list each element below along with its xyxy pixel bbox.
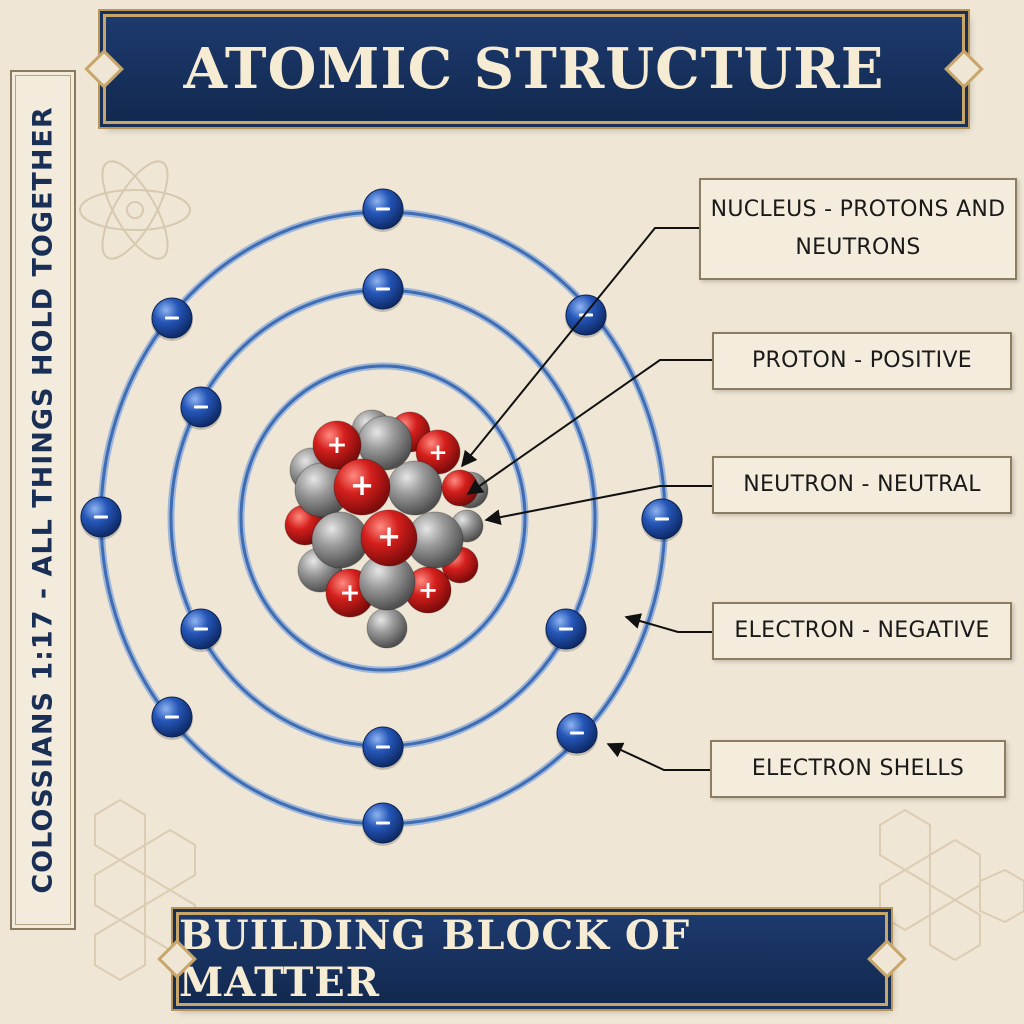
hexagon-watermark-right (879, 808, 1024, 962)
title-banner: ATOMIC STRUCTURE (103, 14, 965, 124)
electron (362, 268, 404, 312)
minus-sign-icon (376, 207, 390, 211)
proton-particle (441, 469, 479, 507)
electron (180, 608, 222, 652)
label-electron: ELECTRON - NEGATIVE (712, 602, 1012, 660)
electron (180, 386, 222, 430)
minus-sign-icon (579, 313, 593, 317)
atom-watermark-icon (79, 160, 191, 260)
minus-sign-icon (655, 517, 669, 521)
leader-electron (624, 613, 712, 633)
leader-nucleus (460, 227, 699, 468)
footer-banner: BUILDING BLOCK OF MATTER (176, 912, 888, 1006)
label-proton: PROTON - POSITIVE (712, 332, 1012, 390)
minus-sign-icon (376, 287, 390, 291)
plus-sign-icon: + (418, 576, 438, 604)
side-banner: COLOSSIANS 1:17 - ALL THINGS HOLD TOGETH… (10, 70, 76, 930)
leader-lines (460, 227, 712, 771)
proton-particle: + (333, 458, 391, 516)
side-banner-text: COLOSSIANS 1:17 - ALL THINGS HOLD TOGETH… (27, 106, 59, 894)
footer-title: BUILDING BLOCK OF MATTER (179, 912, 691, 1006)
leader-neutron (484, 485, 712, 526)
minus-sign-icon (194, 627, 208, 631)
label-electron-shells: ELECTRON SHELLS (710, 740, 1006, 798)
electron (362, 802, 404, 846)
nucleus: +++++++ (284, 409, 489, 649)
neutron-particle (387, 460, 443, 516)
electron-shell-1 (239, 364, 527, 672)
electron (556, 712, 598, 756)
label-neutron: NEUTRON - NEUTRAL (712, 456, 1012, 514)
minus-sign-icon (376, 821, 390, 825)
minus-sign-icon (376, 745, 390, 749)
minus-sign-icon (570, 731, 584, 735)
proton-particle: + (415, 429, 461, 475)
plus-sign-icon: + (428, 440, 447, 466)
electron (80, 496, 122, 540)
electron (151, 696, 193, 740)
minus-sign-icon (165, 715, 179, 719)
label-nucleus: NUCLEUS - PROTONS AND NEUTRONS (699, 178, 1017, 280)
electron (362, 188, 404, 232)
minus-sign-icon (165, 316, 179, 320)
proton-particle: + (312, 420, 362, 470)
leader-proton (466, 359, 712, 495)
neutron-particle (311, 511, 369, 569)
plus-sign-icon: + (340, 578, 361, 607)
minus-sign-icon (94, 515, 108, 519)
electron (151, 297, 193, 341)
proton-particle: + (360, 509, 418, 567)
plus-sign-icon: + (377, 519, 401, 553)
plus-sign-icon: + (350, 468, 374, 502)
minus-sign-icon (194, 405, 208, 409)
electron (362, 726, 404, 770)
leader-shells (606, 742, 710, 771)
plus-sign-icon: + (327, 430, 348, 459)
proton-particle: + (404, 566, 452, 614)
electron (641, 498, 683, 542)
minus-sign-icon (559, 627, 573, 631)
electron (545, 608, 587, 652)
page-title: ATOMIC STRUCTURE (183, 36, 885, 102)
electrons (80, 188, 683, 846)
neutron-particle (366, 607, 408, 649)
